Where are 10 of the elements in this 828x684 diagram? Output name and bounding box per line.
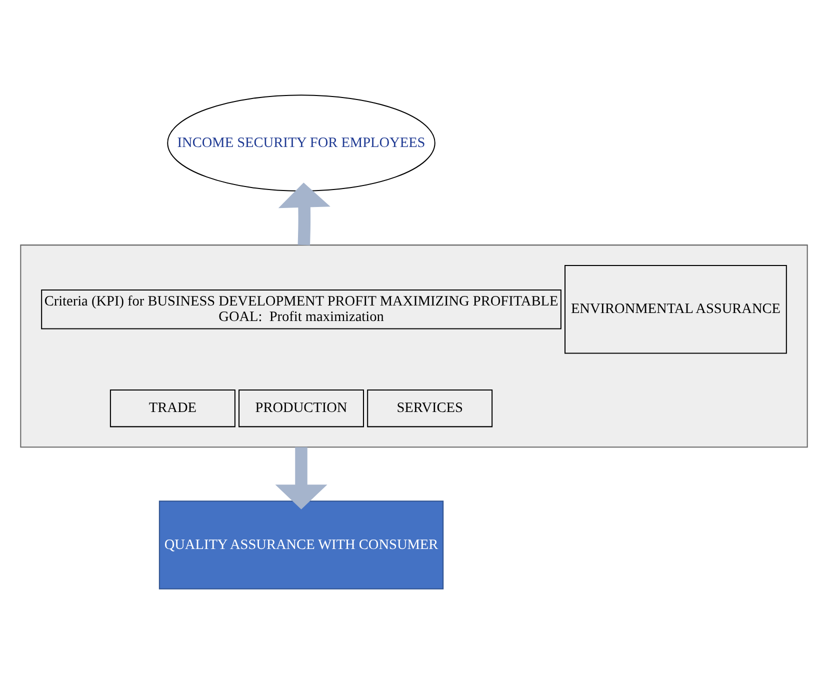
cluster: [20, 244, 808, 448]
arrow: [278, 182, 330, 246]
node-box: Criteria (KPI) for BUSINESS DEVELOPMENT PROFIT MAXIMIZING PROFITABLE GOAL: Profit maximization: [41, 289, 562, 330]
node-box: TRADE: [110, 389, 236, 428]
node-box: PRODUCTION: [238, 389, 364, 428]
node-box: ENVIRONMENTAL ASSURANCE: [564, 264, 787, 354]
arrow: [275, 447, 328, 510]
node-ellipse: INCOME SECURITY FOR EMPLOYEES: [167, 94, 436, 192]
node-box: SERVICES: [367, 389, 493, 428]
node-box: QUALITY ASSURANCE WITH CONSUMER: [158, 500, 444, 590]
